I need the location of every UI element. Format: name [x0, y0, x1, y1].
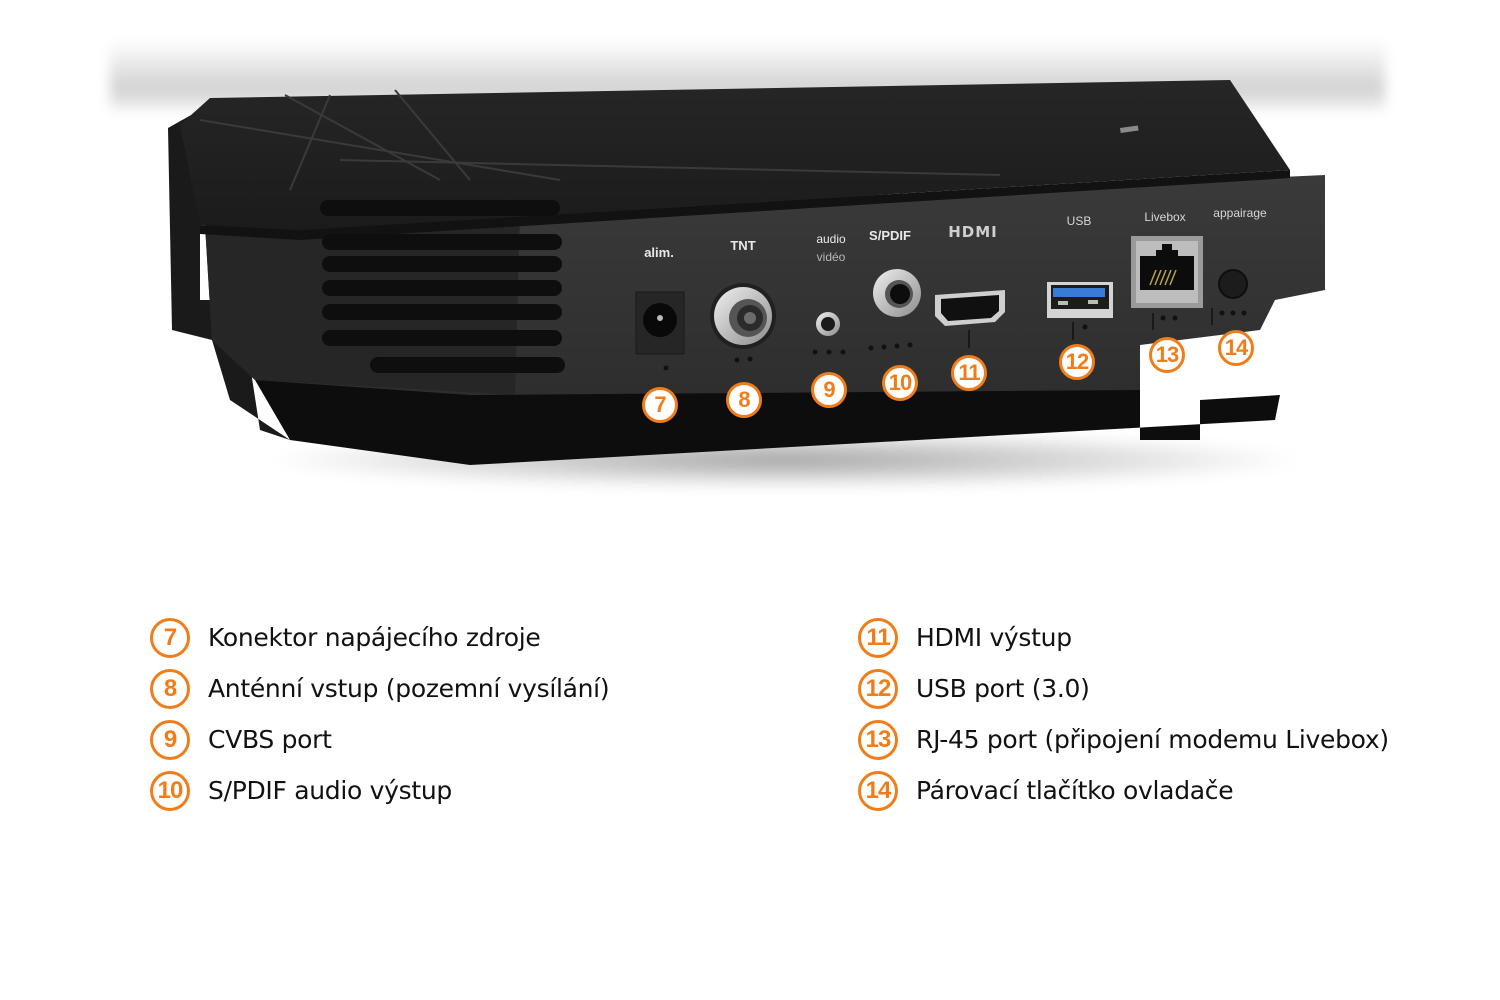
legend-text: RJ-45 port (připojení modemu Livebox)	[916, 725, 1389, 754]
legend-item: 13 RJ-45 port (připojení modemu Livebox)	[858, 714, 1389, 765]
legend-item: 7 Konektor napájecího zdroje	[150, 612, 609, 663]
legend-item: 10 S/PDIF audio výstup	[150, 765, 609, 816]
legend-text: HDMI výstup	[916, 623, 1072, 652]
callout-badge-12: 12	[1059, 344, 1095, 380]
legend-text: S/PDIF audio výstup	[208, 776, 452, 805]
legend-item: 11 HDMI výstup	[858, 612, 1389, 663]
legend-badge: 14	[858, 770, 898, 811]
port-label-tnt: TNT	[730, 238, 756, 253]
legend-item: 12 USB port (3.0)	[858, 663, 1389, 714]
legend-item: 8 Anténní vstup (pozemní vysílání)	[150, 663, 610, 714]
set-top-box-graphic	[168, 80, 1325, 465]
callout-badge-9: 9	[811, 372, 847, 408]
legend-text: Anténní vstup (pozemní vysílání)	[208, 674, 610, 703]
legend-badge: 11	[858, 617, 898, 658]
callout-badge-13: 13	[1149, 337, 1185, 373]
callout-badge-10: 10	[882, 365, 918, 401]
callout-badge-8: 8	[726, 382, 762, 418]
legend-badge: 8	[150, 668, 190, 709]
legend-item: 9 CVBS port	[150, 714, 609, 765]
legend-badge: 7	[150, 617, 190, 658]
port-label-pairing: appairage	[1213, 206, 1267, 220]
callout-badge-14: 14	[1218, 330, 1254, 366]
legend-item: 14 Párovací tlačítko ovladače	[858, 765, 1389, 816]
legend-text: CVBS port	[208, 725, 332, 754]
device-illustration: alim. TNT audio vidéo S/PDIF HDMI USB Li…	[110, 40, 1385, 490]
port-label-power: alim.	[644, 245, 674, 260]
legend-badge: 10	[150, 770, 190, 811]
port-label-usb: USB	[1066, 214, 1092, 228]
legend-text: USB port (3.0)	[916, 674, 1090, 703]
legend-badge: 13	[858, 719, 898, 760]
port-label-livebox: Livebox	[1144, 210, 1186, 224]
port-label-audio: audio	[816, 232, 846, 246]
legend-right: 11 HDMI výstup 12 USB port (3.0) 13 RJ-4…	[858, 612, 1389, 816]
legend-badge: 12	[858, 668, 898, 709]
callout-badge-11: 11	[951, 355, 987, 391]
legend-badge: 9	[150, 719, 190, 760]
port-label-spdif: S/PDIF	[869, 228, 911, 243]
port-label-hdmi: HDMI	[948, 223, 998, 241]
legend-left: 7 Konektor napájecího zdroje 8 Anténní v…	[150, 612, 610, 816]
legend-text: Konektor napájecího zdroje	[208, 623, 541, 652]
port-label-video: vidéo	[816, 250, 846, 264]
legend-text: Párovací tlačítko ovladače	[916, 776, 1234, 805]
callout-badge-7: 7	[642, 387, 678, 423]
